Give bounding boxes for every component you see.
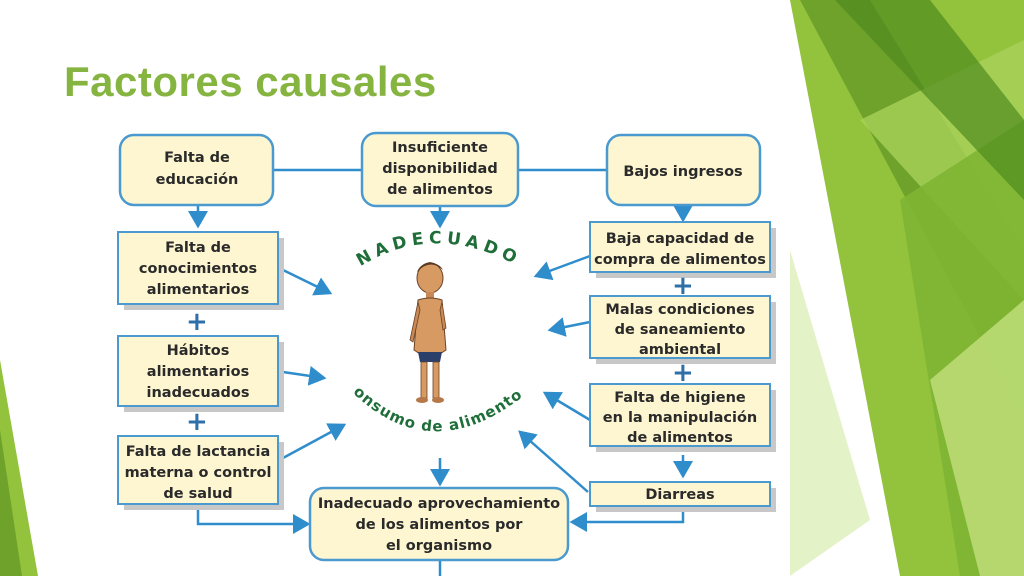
svg-text:Bajos ingresos: Bajos ingresos — [623, 164, 742, 180]
arrow-diarreas-center — [518, 430, 589, 493]
slide-title: Factores causales — [64, 58, 437, 105]
arrow-baja-capacidad-center — [533, 254, 591, 281]
arrow-lactancia-aprovechamiento — [196, 510, 311, 534]
svg-text:Diarreas: Diarreas — [645, 487, 714, 503]
arrow-habitos-center — [282, 365, 327, 386]
plus-sign: + — [672, 358, 694, 388]
plus-sign: + — [186, 407, 208, 437]
box-diarreas: Diarreas — [589, 481, 776, 512]
plus-sign: + — [186, 307, 208, 337]
connectors — [188, 168, 693, 576]
arrow-diarreas-aprovechamiento — [569, 510, 685, 532]
plus-sign: + — [672, 271, 694, 301]
malnourished-child-illustration — [409, 262, 447, 403]
box-bajos-ingresos: Bajos ingresos — [605, 133, 762, 207]
arrow-lactancia-center — [282, 423, 347, 460]
arrow-conocimientos-center — [282, 268, 333, 296]
arrow-saneamiento-center — [547, 317, 591, 337]
arrow-higiene-center — [542, 391, 591, 422]
